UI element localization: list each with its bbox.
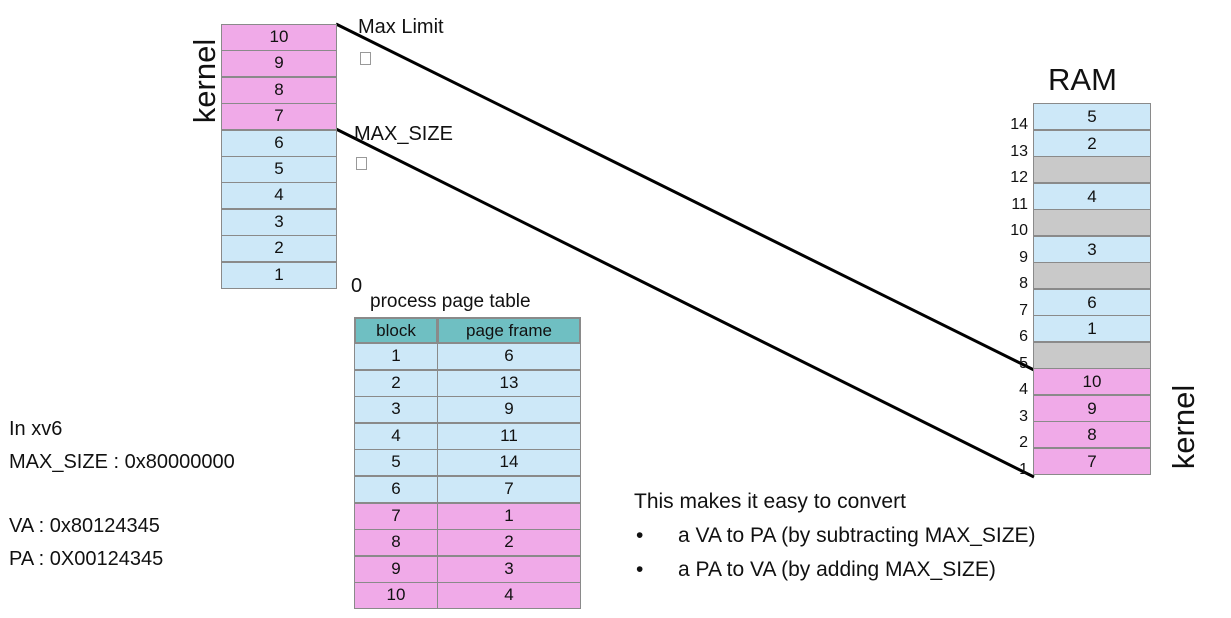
page-table-cell-block: 7 (354, 502, 438, 530)
note-pa: PA : 0X00124345 (9, 548, 164, 570)
page-table-cell-frame: 3 (437, 555, 581, 583)
ram-frame: 8 (1033, 421, 1151, 448)
ram-frame-number: 6 (1019, 328, 1028, 345)
vspace-block: 3 (221, 208, 337, 236)
vspace-block: 4 (221, 182, 337, 210)
page-table-cell-block: 5 (354, 449, 438, 477)
page-table-header-frame: page frame (437, 317, 581, 344)
ram-frame-number: 10 (1010, 222, 1028, 239)
page-table-cell-block: 1 (354, 343, 438, 370)
max-size-marker (356, 157, 367, 170)
ram-frame-number: 12 (1010, 169, 1028, 186)
ram-frame-number: 1 (1019, 460, 1028, 478)
ram-title: RAM (1048, 62, 1117, 97)
max-size-label: MAX_SIZE (354, 123, 453, 145)
page-table-cell-frame: 11 (437, 422, 581, 450)
ram-frame-number: 7 (1019, 301, 1028, 319)
ram-frame: 5 (1033, 103, 1151, 130)
page-table-cell-block: 10 (354, 582, 438, 610)
page-table-cell-block: 2 (354, 369, 438, 397)
ram-frame-number: 8 (1019, 275, 1028, 292)
page-table-cell-block: 3 (354, 396, 438, 424)
ram-frame-number: 14 (1010, 116, 1028, 133)
ram-frame: 10 (1033, 368, 1151, 395)
max-limit-line (335, 22, 1035, 372)
ram-frame: 7 (1033, 447, 1151, 475)
vspace-block: 1 (221, 261, 337, 289)
page-table-cell-frame: 14 (437, 449, 581, 477)
ram-frame: 4 (1033, 182, 1151, 210)
page-table-cell-block: 8 (354, 529, 438, 557)
page-table-cell-block: 6 (354, 476, 438, 503)
ram-frame-free (1033, 209, 1151, 236)
ram-frame-number: 5 (1019, 354, 1028, 372)
ram-frame-number: 3 (1019, 407, 1028, 425)
ram-frame: 6 (1033, 288, 1151, 316)
ram-kernel-label: kernel (1166, 384, 1201, 470)
ram-frame-free (1033, 156, 1151, 183)
ram-frame-number: 4 (1019, 381, 1028, 398)
ram-frame-free (1033, 341, 1151, 369)
page-table-cell-frame: 13 (437, 369, 581, 397)
zero-label: 0 (351, 275, 363, 297)
note-max-size: MAX_SIZE : 0x80000000 (9, 451, 235, 473)
ram-frame: 2 (1033, 129, 1151, 157)
vspace-kernel-label: kernel (187, 38, 222, 124)
vspace-block: 9 (221, 50, 337, 78)
max-limit-label: Max Limit (358, 16, 444, 38)
ram-frame-number: 2 (1019, 434, 1028, 451)
page-table-cell-block: 4 (354, 422, 438, 450)
ram-frame: 9 (1033, 394, 1151, 422)
page-table-cell-frame: 2 (437, 529, 581, 557)
ram-frame-number: 11 (1011, 195, 1028, 213)
page-table-title: process page table (370, 291, 531, 312)
ram-frame: 1 (1033, 315, 1151, 342)
vspace-block: 7 (221, 103, 337, 131)
vspace-block: 5 (221, 156, 337, 183)
page-table-cell-frame: 6 (437, 343, 581, 370)
bullet-icon: • (636, 524, 644, 547)
page-table-cell-frame: 9 (437, 396, 581, 424)
ram-frame: 3 (1033, 235, 1151, 263)
ram-frame-number: 13 (1010, 142, 1028, 160)
max-limit-marker (360, 52, 371, 65)
bullet-icon: • (636, 558, 644, 581)
page-table-header-block: block (354, 317, 438, 344)
vspace-block: 6 (221, 129, 337, 157)
note-in-xv6: In xv6 (9, 418, 63, 440)
ram-frame-number: 9 (1019, 248, 1028, 266)
page-table-cell-frame: 4 (437, 582, 581, 610)
ram-frame-free (1033, 262, 1151, 289)
vspace-block: 8 (221, 76, 337, 104)
page-table-cell-frame: 7 (437, 476, 581, 503)
note-va: VA : 0x80124345 (9, 515, 160, 537)
vspace-block: 10 (221, 24, 337, 51)
vspace-block: 2 (221, 235, 337, 263)
page-table-cell-frame: 1 (437, 502, 581, 530)
explanation-bullet-2: a PA to VA (by adding MAX_SIZE) (678, 558, 996, 581)
max-size-line (335, 127, 1035, 479)
explanation-heading: This makes it easy to convert (634, 490, 906, 513)
explanation-bullet-1: a VA to PA (by subtracting MAX_SIZE) (678, 524, 1036, 547)
page-table-cell-block: 9 (354, 555, 438, 583)
